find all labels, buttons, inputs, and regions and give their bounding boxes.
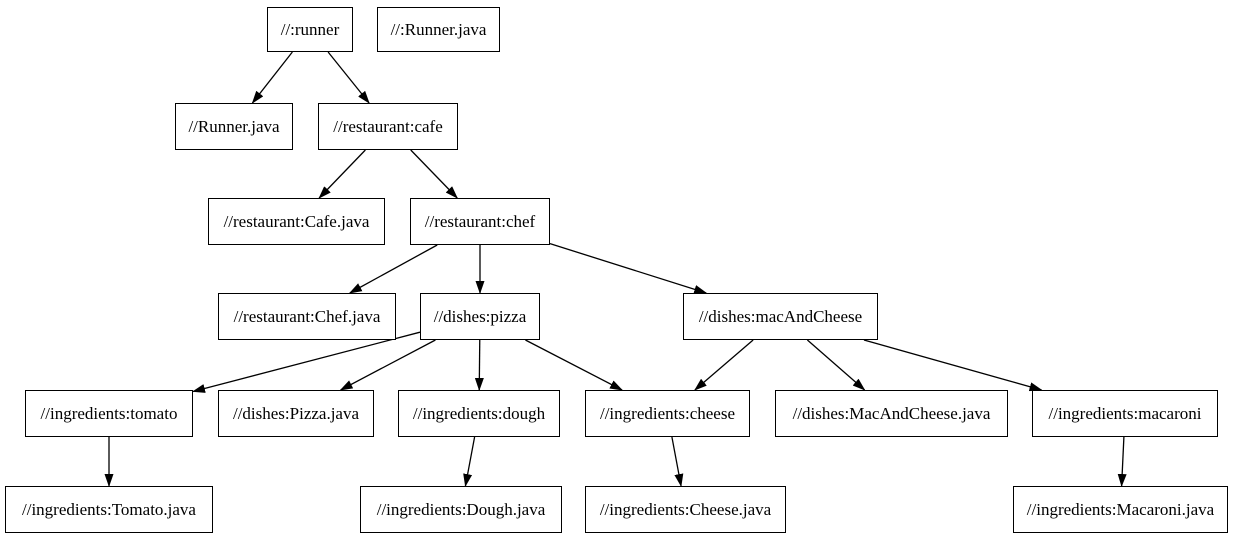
edge-pizza-to-tomato — [192, 331, 421, 393]
graph-node-chef: //restaurant:chef — [410, 198, 550, 245]
edge-mac-and-cheese-to-mac-and-cheese-java — [806, 339, 866, 391]
edge-cafe-to-cafe-java — [318, 149, 366, 199]
graph-node-macaroni-java: //ingredients:Macaroni.java — [1013, 486, 1228, 533]
edge-cafe-to-chef — [410, 149, 458, 199]
graph-node-tomato-java: //ingredients:Tomato.java — [5, 486, 213, 533]
node-label: //ingredients:cheese — [599, 404, 735, 423]
graph-node-mac-and-cheese-java: //dishes:MacAndCheese.java — [775, 390, 1008, 437]
node-label: //dishes:Pizza.java — [232, 404, 360, 423]
edge-mac-and-cheese-to-macaroni — [863, 339, 1043, 392]
edge-pizza-to-cheese — [525, 339, 623, 391]
node-label: //ingredients:tomato — [40, 404, 178, 423]
edge-dough-to-dough-java — [463, 436, 476, 487]
node-label: //ingredients:Tomato.java — [22, 500, 196, 519]
node-label: //ingredients:dough — [412, 404, 546, 423]
node-label: //restaurant:Cafe.java — [223, 212, 370, 231]
edge-chef-to-mac-and-cheese — [549, 243, 708, 294]
graph-node-pizza-java: //dishes:Pizza.java — [218, 390, 374, 437]
edge-macaroni-to-macaroni-java — [1117, 436, 1127, 487]
node-label: //dishes:MacAndCheese.java — [792, 404, 991, 423]
graph-node-cheese: //ingredients:cheese — [585, 390, 750, 437]
node-label: //restaurant:cafe — [333, 117, 443, 136]
graph-node-runner-java: //Runner.java — [175, 103, 293, 150]
node-label: //restaurant:Chef.java — [233, 307, 381, 326]
edge-runner-to-cafe — [327, 51, 370, 104]
edge-runner-to-runner-java — [251, 51, 293, 104]
edge-cheese-to-cheese-java — [671, 436, 684, 487]
node-label: //dishes:macAndCheese — [698, 307, 863, 326]
graph-node-pizza: //dishes:pizza — [420, 293, 540, 340]
node-label: //ingredients:Macaroni.java — [1026, 500, 1215, 519]
node-label: //:Runner.java — [390, 20, 487, 39]
edge-pizza-to-dough — [474, 339, 484, 391]
node-label: //ingredients:macaroni — [1048, 404, 1202, 423]
graph-node-dough-java: //ingredients:Dough.java — [360, 486, 562, 533]
graph-node-tomato: //ingredients:tomato — [25, 390, 193, 437]
graph-node-dough: //ingredients:dough — [398, 390, 560, 437]
node-label: //:runner — [280, 20, 340, 39]
edges-group — [104, 51, 1127, 487]
graph-node-cafe: //restaurant:cafe — [318, 103, 458, 150]
node-label: //ingredients:Cheese.java — [599, 500, 772, 519]
graph-node-runner-java-src: //:Runner.java — [377, 7, 500, 52]
graph-node-runner: //:runner — [267, 7, 353, 52]
edge-chef-to-chef-java — [348, 244, 438, 294]
node-label: //Runner.java — [188, 117, 280, 136]
edge-mac-and-cheese-to-cheese — [694, 339, 754, 391]
graph-node-mac-and-cheese: //dishes:macAndCheese — [683, 293, 878, 340]
graph-node-chef-java: //restaurant:Chef.java — [218, 293, 396, 340]
graph-node-cheese-java: //ingredients:Cheese.java — [585, 486, 786, 533]
edge-pizza-to-pizza-java — [339, 339, 436, 391]
node-label: //dishes:pizza — [433, 307, 527, 326]
node-label: //restaurant:chef — [424, 212, 536, 231]
graph-node-cafe-java: //restaurant:Cafe.java — [208, 198, 385, 245]
node-label: //ingredients:Dough.java — [376, 500, 546, 519]
graph-node-macaroni: //ingredients:macaroni — [1032, 390, 1218, 437]
